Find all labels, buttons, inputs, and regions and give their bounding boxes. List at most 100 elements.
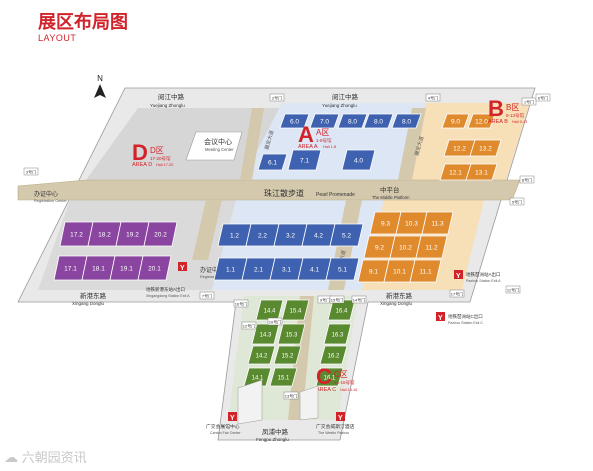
hall-c-4-shape bbox=[277, 323, 306, 345]
metro-badge-xingang-text: Y bbox=[180, 265, 185, 272]
hall-c-6-shape bbox=[247, 345, 276, 365]
promenade-label: 珠江散步道 bbox=[264, 188, 304, 198]
hall-c-11-shape bbox=[315, 367, 344, 387]
corridor-c bbox=[288, 296, 314, 420]
road-bottom-en: Fengpu Zhonglu bbox=[256, 437, 289, 442]
office-label-mid: 办证中心 bbox=[200, 266, 224, 274]
gate-tag-label-8: 9号门 bbox=[320, 296, 330, 302]
gate-tag-box-7 bbox=[519, 175, 535, 184]
hall-d-6-label: 19.1 bbox=[120, 266, 133, 273]
hall-d-1: 18.2 bbox=[87, 221, 122, 247]
office-label-left: 办证中心 bbox=[34, 190, 58, 198]
road-north-right-en: Yuejiang Zhonglu bbox=[322, 103, 357, 108]
gate-tag-12: 13号门 bbox=[283, 391, 299, 400]
watermark: ☁ 六朝园资讯 bbox=[4, 447, 87, 466]
gate-tag-box-16 bbox=[449, 289, 465, 298]
hall-a-top-7: 4.0 bbox=[341, 149, 376, 171]
compass-label: N bbox=[97, 74, 103, 83]
gate-tag-label-4: 5号门 bbox=[512, 198, 522, 204]
hall-d-3-label: 20.2 bbox=[154, 232, 167, 239]
gate-tag-box-14 bbox=[329, 295, 345, 304]
hall-c-4: 15.3 bbox=[277, 323, 306, 345]
area-b-letter: B bbox=[488, 96, 504, 121]
hall-b-top-0-shape bbox=[441, 113, 470, 129]
page-title: 展区布局图 bbox=[38, 12, 128, 33]
gate-tag-box-2 bbox=[425, 93, 441, 102]
metro-hotel-label: 广交会威斯汀酒店 bbox=[316, 423, 355, 430]
hall-b-top-4-label: 12.1 bbox=[449, 170, 462, 177]
hall-b-low-8: 11.1 bbox=[409, 259, 442, 283]
hall-a-low-4: 5.2 bbox=[329, 223, 364, 247]
gate-tag-0: 2号门 bbox=[269, 93, 285, 102]
hall-c-2-shape bbox=[327, 299, 356, 321]
hall-b-low-8-shape bbox=[409, 259, 442, 283]
road-bottom: 凤浦中路 bbox=[262, 427, 289, 436]
hall-d-4-label: 17.1 bbox=[64, 266, 77, 273]
area-d-letter: D bbox=[132, 140, 148, 165]
metro-badge-bottom-right-text: Y bbox=[338, 415, 343, 422]
hall-b-low-4-label: 10.2 bbox=[399, 245, 412, 252]
meeting-center-label: 会议中心 bbox=[204, 137, 232, 146]
hall-c-9: 14.1 bbox=[243, 367, 272, 387]
hall-a-top-7-label: 4.0 bbox=[354, 158, 363, 165]
gate-tag-box-6 bbox=[199, 291, 215, 300]
metro-pazhou-a-label: 地铁琶洲站A出口 bbox=[466, 271, 501, 278]
hall-a-low-4-label: 5.2 bbox=[342, 233, 351, 240]
hall-c-2: 16.4 bbox=[327, 299, 356, 321]
hall-d-0: 17.2 bbox=[59, 221, 94, 247]
gate-tag-9: 10号门 bbox=[267, 317, 283, 326]
hall-c-11: 16.1 bbox=[315, 367, 344, 387]
gate-tag-label-6: 7号门 bbox=[202, 292, 212, 298]
gate-tag-label-2: 4号门 bbox=[428, 94, 438, 100]
gate-tag-3: 1号门 bbox=[521, 97, 537, 106]
metro-pazhou-c-label: 地铁琶洲站C出口 bbox=[448, 313, 483, 320]
road-north-left: 阅江中路 bbox=[158, 92, 185, 101]
hall-d-2: 19.2 bbox=[115, 221, 150, 247]
hall-a-top-5-label: 6.1 bbox=[268, 160, 277, 167]
gate-tag-box-5 bbox=[535, 93, 551, 102]
hall-a-low-2-label: 3.2 bbox=[286, 233, 295, 240]
metro-badge-bottom-left-text: Y bbox=[230, 415, 235, 422]
hall-a-low-3: 4.2 bbox=[301, 223, 336, 247]
gate-tag-label-15: 16号门 bbox=[235, 300, 247, 306]
metro-badge-pazhou-c bbox=[436, 312, 445, 321]
hall-b-top-3: 13.2 bbox=[469, 139, 502, 157]
hall-b-top-3-shape bbox=[469, 139, 502, 157]
metro-exit-pazhou-a: Y 地铁琶洲站A出口 Pazhou Station Exit A bbox=[454, 270, 501, 283]
hall-b-top-5-label: 13.1 bbox=[475, 170, 488, 177]
hall-a-top-7-shape bbox=[341, 149, 376, 171]
road-north-left-en: Yuejiang Zhonglu bbox=[150, 103, 185, 108]
middle-platform-label-en: The Middle Platform bbox=[372, 195, 410, 200]
hall-a-top-3-label: 8.0 bbox=[374, 119, 383, 126]
area-a-en-halls: Hall 1-8 bbox=[323, 145, 336, 149]
hall-b-low-5-label: 11.2 bbox=[425, 245, 438, 252]
hall-a-top-3: 8.0 bbox=[363, 113, 394, 129]
road-north-right: 阅江中路 bbox=[332, 92, 359, 101]
hall-c-8-label: 16.2 bbox=[328, 354, 340, 360]
gates-layer: 2号门3号门4号门1号门5号门6号门7号门8号门9号门10号门11号门12号门1… bbox=[23, 93, 551, 400]
gate-tag-label-11: 12号门 bbox=[243, 322, 255, 328]
gate-tag-box-12 bbox=[283, 391, 299, 400]
hall-a-low-8: 4.1 bbox=[297, 257, 332, 281]
hall-a-low-8-label: 4.1 bbox=[310, 267, 319, 274]
hall-a-top-2-shape bbox=[337, 113, 368, 129]
hall-b-top-0-label: 9.0 bbox=[451, 119, 460, 126]
gate-tag-label-12: 13号门 bbox=[285, 392, 297, 398]
corridor-a bbox=[240, 108, 264, 180]
hall-a-top-1-shape bbox=[309, 113, 340, 129]
gate-tag-2: 4号门 bbox=[425, 93, 441, 102]
metro-badge-bottom-left bbox=[228, 412, 237, 421]
hall-a-low-2: 3.2 bbox=[273, 223, 308, 247]
gate-tag-label-14: 15号门 bbox=[331, 296, 343, 302]
hall-a-low-0-label: 1.2 bbox=[230, 233, 239, 240]
gate-tag-label-10: 11号门 bbox=[507, 286, 519, 292]
area-c-marker: C C区 14-16号馆 AREA C Hall 14-16 bbox=[316, 364, 357, 393]
road-south-right-en: Xingang Donglu bbox=[380, 301, 413, 306]
hall-a-low-9: 5.1 bbox=[325, 257, 360, 281]
hall-b-low-3-label: 9.2 bbox=[375, 245, 384, 252]
hall-d-0-label: 17.2 bbox=[70, 232, 83, 239]
hall-d-4: 17.1 bbox=[53, 255, 88, 281]
hall-a-top-2-label: 8.0 bbox=[348, 119, 357, 126]
area-a-cn: A区 bbox=[316, 128, 329, 137]
